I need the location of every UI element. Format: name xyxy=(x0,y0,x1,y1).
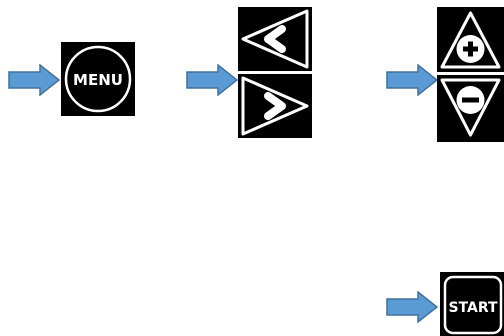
pointer-arrow-menu xyxy=(8,64,60,96)
pointer-arrow-start xyxy=(386,291,438,323)
plus-button[interactable] xyxy=(437,7,504,72)
minus-icon xyxy=(437,75,504,142)
right-arrow-icon xyxy=(386,291,438,323)
right-arrow-icon xyxy=(186,64,238,96)
chevron-left-icon xyxy=(238,7,312,71)
left-button[interactable] xyxy=(238,7,312,71)
start-label: START xyxy=(448,300,498,316)
start-button[interactable]: START xyxy=(440,272,504,336)
plus-icon xyxy=(437,7,504,72)
menu-button[interactable]: MENU xyxy=(61,42,135,116)
chevron-right-icon xyxy=(238,74,312,138)
right-arrow-icon xyxy=(8,64,60,96)
right-arrow-icon xyxy=(386,64,438,96)
pointer-arrow-left-right xyxy=(186,64,238,96)
minus-button[interactable] xyxy=(437,75,504,142)
menu-label: MENU xyxy=(73,71,123,89)
right-button[interactable] xyxy=(238,74,312,138)
pointer-arrow-plus-minus xyxy=(386,64,438,96)
